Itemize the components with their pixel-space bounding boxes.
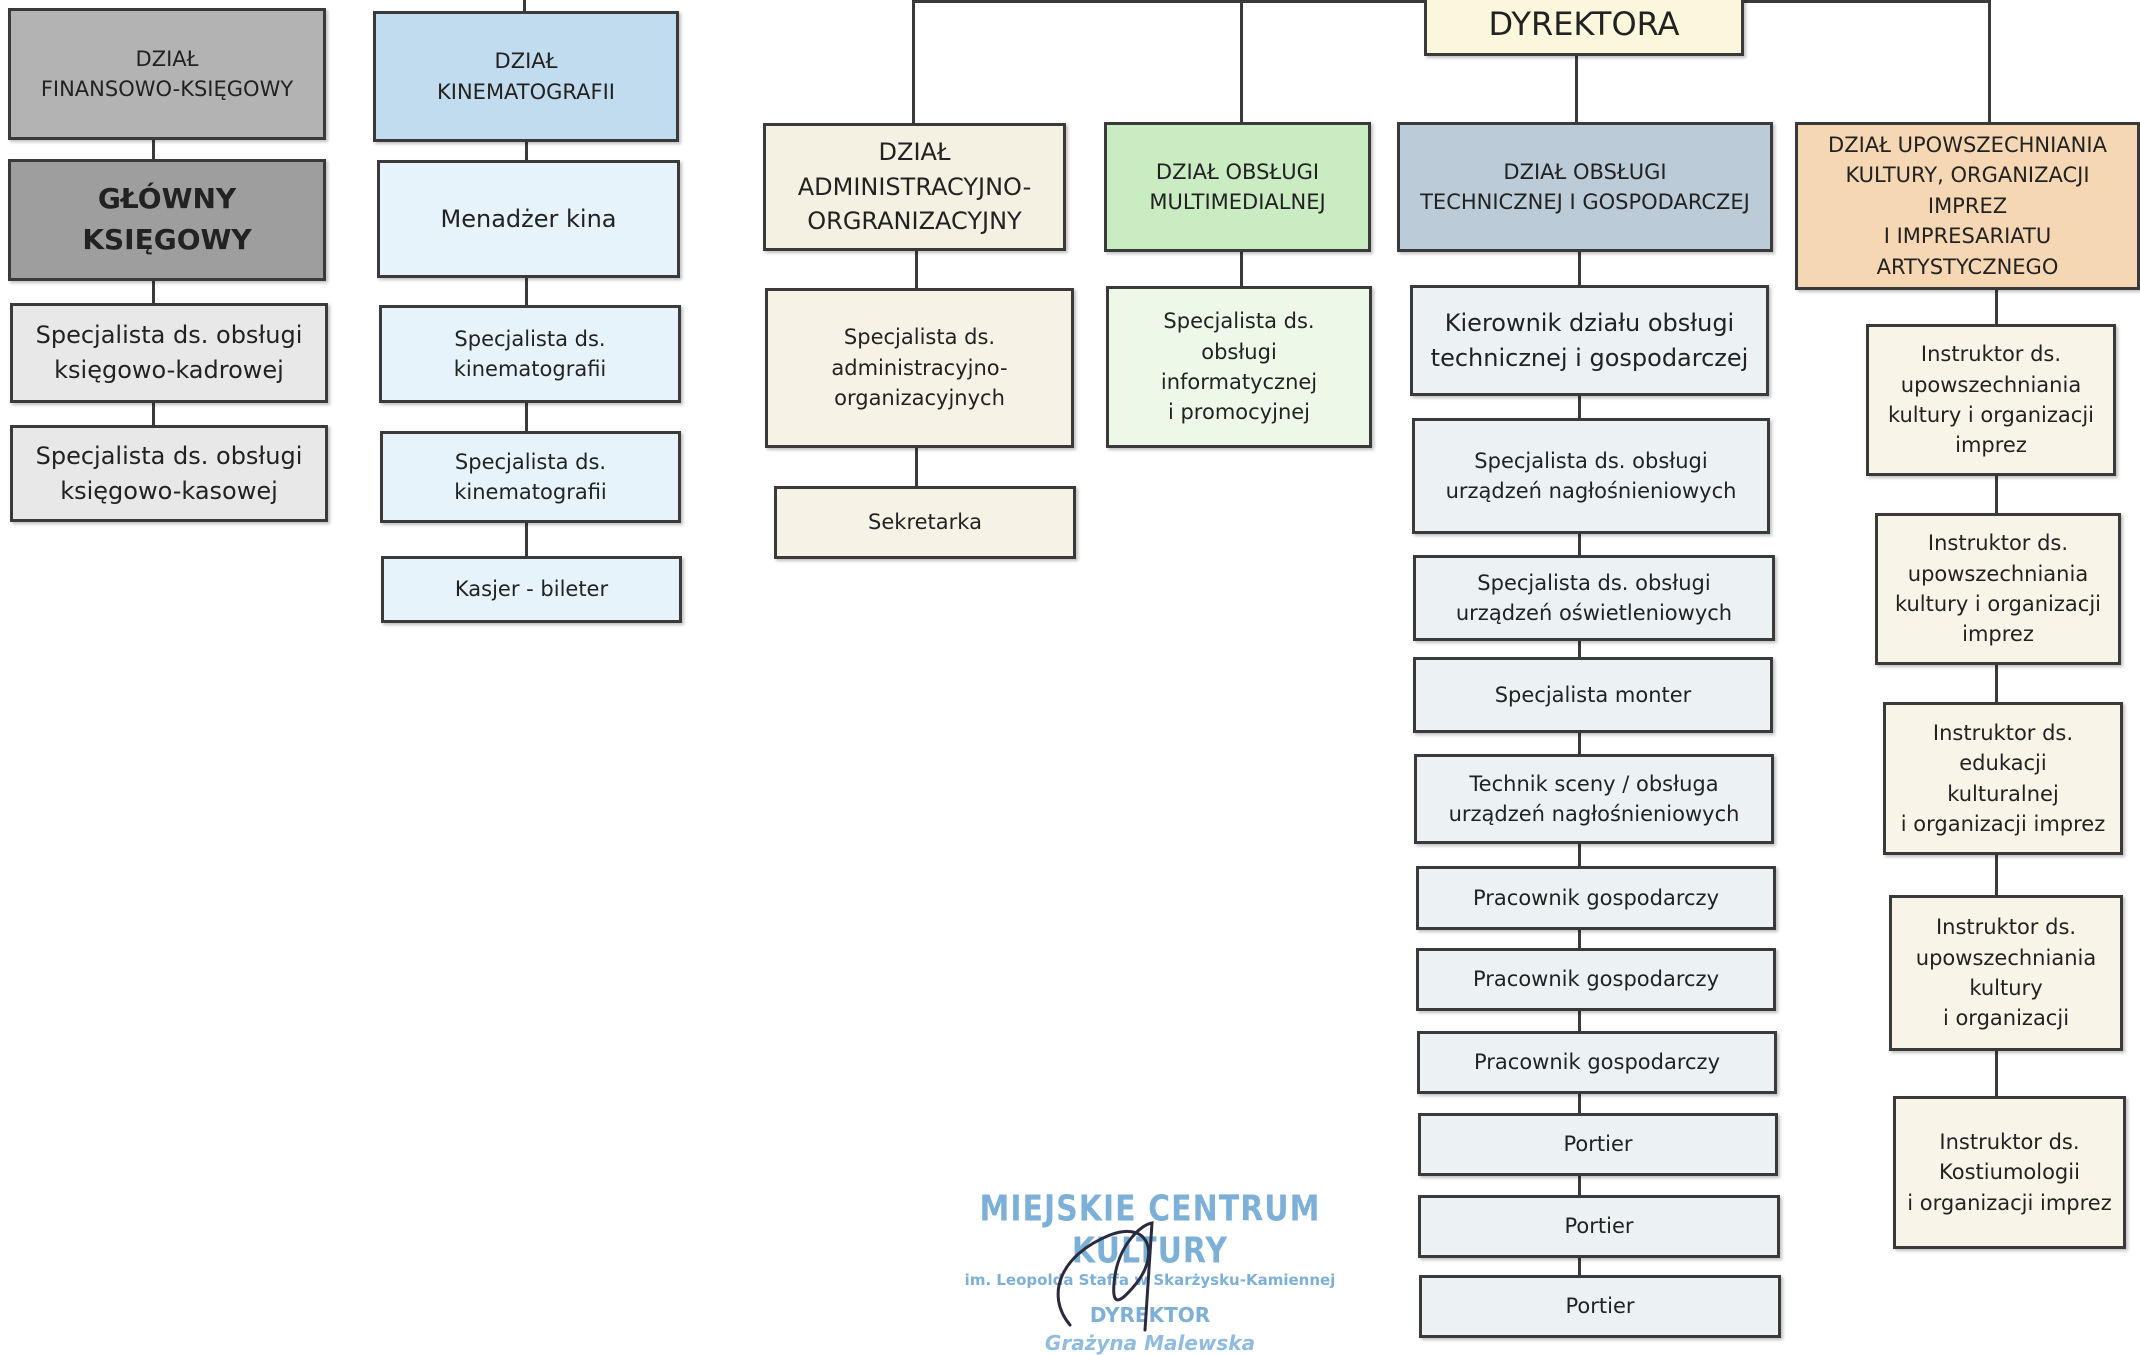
technical-role: Pracownik gospodarczy	[1416, 866, 1776, 930]
technical-role: Kierownik działu obsługi technicznej i g…	[1410, 285, 1769, 396]
director-box: DYREKTORA	[1424, 0, 1744, 56]
stamp-role: DYREKTOR	[1089, 1303, 1211, 1327]
cinema-role: Menadżer kina	[377, 160, 680, 278]
director-label: DYREKTORA	[1488, 4, 1680, 43]
technical-role-label: Specjalista ds. obsługi urządzeń oświetl…	[1455, 570, 1733, 625]
culture-role-label: Instruktor ds. upowszechniania kultury i…	[1887, 342, 2094, 458]
technical-role: Pracownik gospodarczy	[1416, 948, 1776, 1011]
multimedia-role: Specjalista ds. obsługi informatycznej i…	[1106, 286, 1372, 448]
cinema-role: Kasjer - bileter	[381, 556, 682, 623]
technical-header: DZIAŁ OBSŁUGI TECHNICZNEJ I GOSPODARCZEJ	[1397, 122, 1773, 252]
technical-role-label: Technik sceny / obsługa urządzeń nagłośn…	[1448, 771, 1740, 826]
culture-role-label: Instruktor ds. edukacji kulturalnej i or…	[1900, 720, 2106, 836]
culture-header-label: DZIAŁ UPOWSZECHNIANIA KULTURY, ORGANIZAC…	[1828, 132, 2107, 279]
technical-role-label: Portier	[1563, 1132, 1633, 1157]
cinema-header: DZIAŁ KINEMATOGRAFII	[373, 11, 679, 142]
technical-role: Portier	[1418, 1195, 1780, 1258]
finance-header: DZIAŁ FINANSOWO-KSIĘGOWY	[8, 8, 326, 140]
technical-role-label: Specjalista monter	[1494, 682, 1692, 707]
admin-role-label: Specjalista ds. administracyjno- organiz…	[831, 325, 1008, 411]
multimedia-role-label: Specjalista ds. obsługi informatycznej i…	[1160, 309, 1318, 425]
cinema-role-label: Kasjer - bileter	[454, 577, 609, 602]
culture-role-label: Instruktor ds. upowszechniania kultury i…	[1915, 915, 2097, 1031]
technical-role: Specjalista ds. obsługi urządzeń nagłośn…	[1412, 418, 1770, 534]
technical-role: Portier	[1418, 1113, 1778, 1176]
cinema-role: Specjalista ds. kinematografii	[379, 305, 681, 403]
culture-role: Instruktor ds. Kostiumologii i organizac…	[1893, 1096, 2126, 1249]
technical-role: Technik sceny / obsługa urządzeń nagłośn…	[1414, 754, 1774, 844]
cinema-role-label: Specjalista ds. kinematografii	[453, 326, 607, 381]
finance-role: Specjalista ds. obsługi księgowo-kadrowe…	[10, 303, 328, 403]
multimedia-header: DZIAŁ OBSŁUGI MULTIMEDIALNEJ	[1104, 122, 1371, 252]
admin-role: Sekretarka	[774, 486, 1076, 559]
culture-role: Instruktor ds. upowszechniania kultury i…	[1866, 324, 2116, 476]
admin-role-label: Sekretarka	[868, 510, 982, 535]
technical-role: Specjalista monter	[1413, 657, 1773, 733]
technical-role: Portier	[1419, 1275, 1781, 1338]
culture-header: DZIAŁ UPOWSZECHNIANIA KULTURY, ORGANIZAC…	[1795, 122, 2140, 290]
finance-role: Specjalista ds. obsługi księgowo-kasowej	[10, 425, 328, 522]
culture-role: Instruktor ds. upowszechniania kultury i…	[1875, 513, 2121, 665]
admin-header: DZIAŁ ADMINISTRACYJNO- ORGRANIZACYJNY	[763, 123, 1066, 251]
finance-role-label: Specjalista ds. obsługi księgowo-kasowej	[35, 441, 303, 505]
technical-role: Pracownik gospodarczy	[1417, 1031, 1777, 1094]
culture-role: Instruktor ds. upowszechniania kultury i…	[1889, 895, 2123, 1051]
technical-role-label: Kierownik działu obsługi technicznej i g…	[1430, 308, 1749, 372]
technical-role-label: Portier	[1565, 1294, 1635, 1319]
admin-header-label: DZIAŁ ADMINISTRACYJNO- ORGRANIZACYJNY	[797, 137, 1032, 236]
finance-chief: GŁÓWNY KSIĘGOWY	[8, 159, 326, 281]
culture-role-label: Instruktor ds. upowszechniania kultury i…	[1894, 531, 2101, 647]
cinema-role: Specjalista ds. kinematografii	[380, 431, 681, 523]
cinema-role-label: Specjalista ds. kinematografii	[454, 449, 607, 504]
signature-icon	[1056, 1221, 1154, 1332]
technical-role-label: Pracownik gospodarczy	[1472, 967, 1719, 992]
technical-header-label: DZIAŁ OBSŁUGI TECHNICZNEJ I GOSPODARCZEJ	[1420, 159, 1750, 214]
technical-role: Specjalista ds. obsługi urządzeń oświetl…	[1413, 555, 1775, 641]
technical-role-label: Pracownik gospodarczy	[1472, 885, 1719, 910]
culture-role-label: Instruktor ds. Kostiumologii i organizac…	[1907, 1129, 2112, 1215]
finance-role-label: Specjalista ds. obsługi księgowo-kadrowe…	[35, 321, 303, 384]
cinema-role-label: Menadżer kina	[440, 204, 617, 233]
cinema-header-label: DZIAŁ KINEMATOGRAFII	[437, 49, 615, 104]
technical-role-label: Specjalista ds. obsługi urządzeń nagłośn…	[1445, 448, 1737, 503]
culture-role: Instruktor ds. edukacji kulturalnej i or…	[1883, 702, 2123, 855]
admin-role: Specjalista ds. administracyjno- organiz…	[765, 288, 1074, 448]
stamp-institution-subtitle: im. Leopolda Staffa w Skarżysku-Kamienne…	[964, 1271, 1336, 1289]
finance-header-label: DZIAŁ FINANSOWO-KSIĘGOWY	[40, 46, 294, 101]
technical-role-label: Pracownik gospodarczy	[1473, 1050, 1720, 1075]
multimedia-header-label: DZIAŁ OBSŁUGI MULTIMEDIALNEJ	[1149, 159, 1326, 214]
finance-chief-label: GŁÓWNY KSIĘGOWY	[82, 182, 252, 256]
technical-role-label: Portier	[1564, 1214, 1634, 1239]
